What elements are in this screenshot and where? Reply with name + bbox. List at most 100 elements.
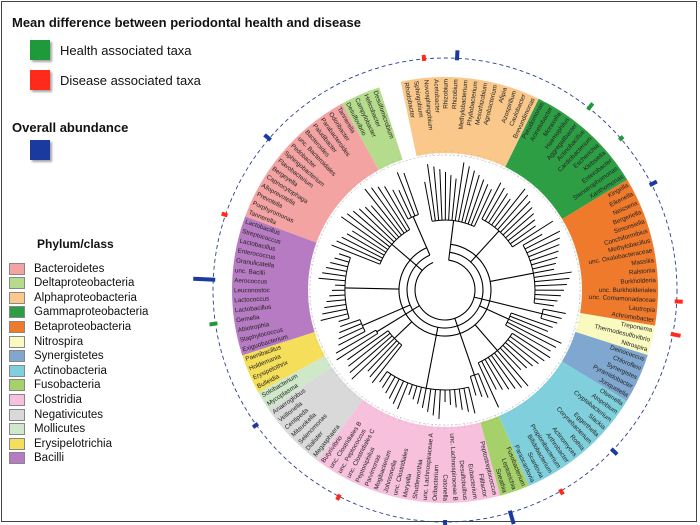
leaf-guide	[488, 417, 491, 422]
leaf-guide	[562, 220, 566, 224]
phylum-swatch	[9, 350, 25, 363]
taxon-label: Catonella	[441, 474, 448, 501]
leaf-guide	[405, 419, 408, 424]
leaf-guide	[375, 406, 378, 411]
taxon-label: unc. Burkholderiales	[599, 287, 656, 294]
tree-branch	[497, 194, 529, 231]
tree-branch	[529, 250, 559, 262]
tree-branch	[351, 338, 395, 380]
tree-branch	[336, 332, 379, 361]
tree-branch	[499, 347, 522, 371]
leaf-guide	[308, 263, 313, 266]
tree-branch	[507, 219, 536, 242]
tree-branch	[324, 303, 347, 309]
leaf-guide	[343, 194, 348, 198]
tree-branch	[506, 321, 557, 348]
tree-branch	[479, 305, 509, 320]
tree-branch	[425, 327, 439, 389]
tree-branch	[458, 388, 463, 410]
tree-branch	[371, 187, 405, 234]
phylum-label: Actinobacteria	[34, 364, 107, 377]
abundance-marker	[670, 331, 681, 338]
leaf-guide	[518, 173, 521, 177]
tree-branch	[394, 321, 413, 339]
leaf-guide	[574, 250, 579, 253]
tree-branch	[349, 335, 393, 374]
phylum-swatch	[9, 335, 25, 348]
tree-branch	[534, 298, 558, 302]
taxon-label: Oribacterium	[432, 465, 441, 501]
leaf-guide	[570, 340, 575, 343]
leaf-guide	[359, 396, 362, 400]
phylum-sector	[505, 98, 628, 220]
tree-branch	[474, 324, 498, 351]
tree-branch	[533, 268, 555, 274]
leaf-guide	[512, 406, 515, 411]
leaf-guide	[331, 209, 335, 213]
tree-branch	[449, 389, 452, 405]
tree-branch	[397, 382, 409, 410]
tree-branch	[335, 329, 377, 354]
leaf-guide	[374, 169, 378, 174]
phylum-swatch	[9, 262, 25, 275]
leaf-guide	[533, 391, 537, 396]
phylum-swatch	[9, 393, 25, 406]
abundance-marker	[221, 211, 229, 218]
leaf-guide	[476, 421, 478, 426]
phylum-label: Bacilli	[34, 452, 65, 465]
leaf-guide	[307, 270, 312, 272]
tree-branch	[473, 374, 483, 397]
tree-branch	[474, 296, 543, 315]
leaf-guide	[369, 173, 372, 177]
phylum-label: Synergistetes	[34, 350, 104, 363]
tree-branch	[379, 371, 388, 383]
phylum-sector	[562, 179, 658, 326]
phylum-swatch	[9, 423, 25, 436]
taxon-label: Burkholderia	[620, 277, 656, 286]
tree-branch	[421, 388, 427, 408]
leaf-guide	[495, 161, 498, 165]
leaf-guide	[533, 185, 537, 189]
phylum-legend-item: Actinobacteria	[9, 363, 107, 378]
leaf-guide	[506, 409, 509, 414]
leaf-guide	[489, 158, 492, 163]
tree-branch	[334, 257, 350, 263]
phylum-sector	[575, 312, 655, 356]
tree-branch	[477, 362, 500, 408]
tree-branch	[543, 308, 566, 314]
tree-branch	[403, 172, 419, 215]
tree-branch	[432, 389, 437, 416]
tree-branch	[502, 344, 528, 369]
tree-branch	[338, 330, 366, 346]
tree-branch	[454, 318, 475, 376]
tree-branch	[412, 216, 431, 256]
leaf-guide	[572, 244, 577, 247]
tree-branch	[448, 175, 452, 221]
leaf-guide	[393, 415, 396, 420]
tree-branch	[470, 230, 500, 263]
tree-branch	[534, 283, 567, 287]
tree-branch	[406, 251, 484, 329]
leaf-guide	[321, 226, 325, 229]
tree-branch	[340, 216, 389, 251]
leaf-guide	[418, 422, 420, 427]
tree-branch	[448, 220, 455, 261]
tree-branch	[505, 213, 534, 239]
taxon-label: Acetobacter	[432, 79, 440, 113]
tree-branch	[473, 188, 492, 227]
tree-branch	[326, 299, 346, 303]
phylum-label: Fusobacteria	[34, 379, 101, 392]
tree-branch	[454, 389, 457, 408]
abundance-marker	[335, 493, 342, 501]
tree-branch	[392, 380, 405, 404]
leaf-guide	[528, 396, 532, 400]
tree-branch	[532, 262, 556, 270]
leaf-guide	[339, 378, 344, 382]
leaf-guide	[523, 399, 526, 404]
leaf-guide	[567, 232, 572, 235]
leaf-guide	[464, 152, 466, 157]
tree-branch	[326, 266, 347, 272]
tree-branch	[439, 169, 443, 221]
tree-branch	[481, 182, 502, 220]
